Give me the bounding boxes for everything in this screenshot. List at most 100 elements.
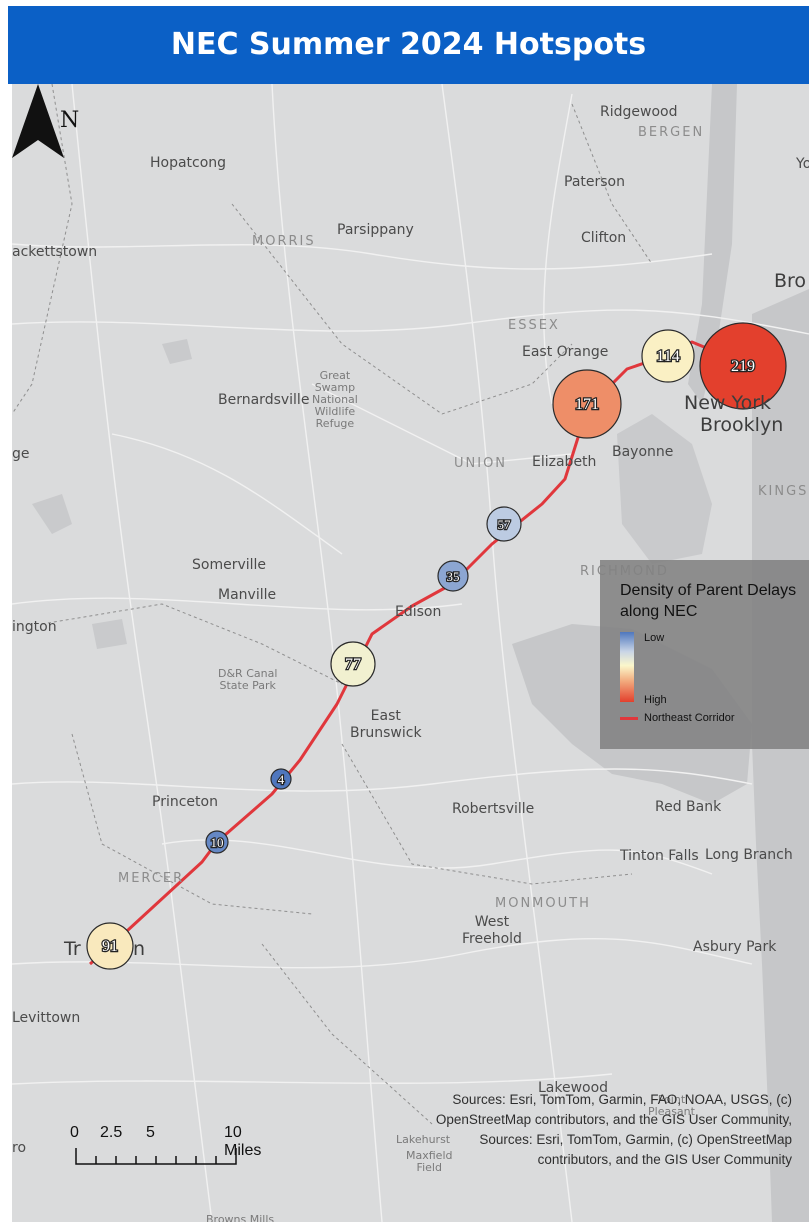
label-morris: MORRIS (252, 234, 316, 249)
hotspot-91[interactable]: 91 (86, 922, 134, 970)
label-great-swamp: Great Swamp National Wildlife Refuge (312, 369, 358, 430)
label-ro: ro (12, 1140, 27, 1156)
label-kings: KINGS (758, 484, 809, 499)
hotspot-171[interactable]: 171 (552, 369, 622, 439)
label-dr-canal: D&R Canal State Park (218, 667, 278, 692)
hotspot-value-label: 4 (278, 772, 285, 787)
label-new-york: New York (684, 392, 772, 414)
label-ington: ington (12, 619, 57, 635)
legend-color-ramp (620, 632, 634, 702)
label-yo: Yo (796, 156, 809, 172)
hotspot-value-label: 114 (656, 348, 679, 365)
label-elizabeth: Elizabeth (532, 454, 597, 470)
label-lakewood: Lakewood (538, 1080, 609, 1096)
scale-label-2-5: 2.5 (100, 1124, 123, 1141)
scale-label-10-miles: 10 Miles (224, 1124, 262, 1159)
hotspot-57[interactable]: 57 (486, 506, 522, 542)
hotspot-circle[interactable] (699, 322, 787, 410)
hotspot-circle[interactable] (330, 641, 376, 687)
label-bro: Bro (774, 270, 807, 292)
scale-label-0: 0 (70, 1124, 79, 1141)
hotspot-layer: 91 10 4 77 35 57 171 114 219 (86, 322, 787, 970)
label-monmouth: MONMOUTH (495, 896, 591, 911)
hotspot-value-label: 171 (575, 396, 599, 413)
hotspot-circle[interactable] (552, 369, 622, 439)
label-ridgewood: Ridgewood (600, 104, 678, 120)
label-paterson: Paterson (564, 174, 625, 190)
label-parsippany: Parsippany (337, 222, 414, 238)
label-mercer: MERCER (118, 871, 185, 886)
hotspot-10[interactable]: 10 (205, 830, 229, 854)
hotspot-114[interactable]: 114 (641, 329, 695, 383)
scale-label-5: 5 (146, 1124, 155, 1141)
label-hopatcong: Hopatcong (150, 155, 227, 171)
hotspot-circle[interactable] (437, 560, 469, 592)
legend-high-label: High (644, 694, 667, 706)
label-red-bank: Red Bank (655, 799, 722, 815)
hotspot-value-label: 77 (345, 656, 361, 673)
roads (12, 84, 809, 1222)
hotspot-value-label: 35 (447, 569, 460, 584)
label-long-branch: Long Branch (705, 847, 793, 863)
scale-ticks (75, 1148, 237, 1165)
label-ge: ge (12, 446, 30, 462)
title-bar: NEC Summer 2024 Hotspots (8, 6, 809, 84)
county-boundaries (12, 84, 653, 1125)
label-trenton-post: n (133, 938, 146, 960)
lake-2 (162, 339, 192, 364)
label-bergen: BERGEN (638, 125, 705, 140)
upper-bay (617, 414, 712, 564)
north-arrow-icon (12, 84, 64, 158)
label-east-brunswick: East Brunswick (350, 708, 422, 741)
label-princeton: Princeton (152, 794, 218, 810)
hotspot-4[interactable]: 4 (270, 768, 292, 790)
label-edison: Edison (395, 604, 442, 620)
legend-line-swatch (620, 717, 638, 720)
hotspot-value-label: 91 (102, 938, 118, 955)
label-essex: ESSEX (508, 318, 560, 333)
label-lakehurst: Lakehurst (396, 1133, 451, 1146)
label-brooklyn: Brooklyn (700, 414, 784, 436)
label-manville: Manville (218, 587, 277, 603)
label-robertsville: Robertsville (452, 801, 535, 817)
legend-low-label: Low (644, 632, 665, 644)
label-browns-mills: Browns Mills (206, 1213, 275, 1222)
label-bayonne: Bayonne (612, 444, 674, 460)
hotspot-circle[interactable] (486, 506, 522, 542)
hotspot-219[interactable]: 219 (699, 322, 787, 410)
hudson-river (688, 84, 737, 404)
hotspot-circle[interactable] (86, 922, 134, 970)
hotspot-value-label: 57 (498, 517, 512, 532)
legend-title: Density of Parent Delays along NEC (620, 582, 797, 620)
label-somerville: Somerville (192, 557, 267, 573)
label-hackettstown: ackettstown (12, 244, 98, 260)
basemap: 91 10 4 77 35 57 171 114 219 (12, 84, 809, 1222)
label-west-freehold: West Freehold (462, 914, 522, 947)
hotspot-35[interactable]: 35 (437, 560, 469, 592)
hotspot-circle[interactable] (270, 768, 292, 790)
hotspot-value-label: 10 (211, 835, 224, 850)
label-levittown: Levittown (12, 1010, 81, 1026)
legend: Density of Parent Delays along NEC Low H… (600, 560, 809, 749)
label-union: UNION (454, 456, 508, 471)
lake-3 (92, 619, 127, 649)
label-tinton-falls: Tinton Falls (620, 848, 699, 864)
atlantic-ocean (752, 289, 809, 1222)
label-trenton-pre: Tr (64, 938, 81, 960)
label-point-pleasant: Point Pleasant (648, 1093, 695, 1118)
north-letter: N (60, 108, 80, 133)
label-bernardsville: Bernardsville (218, 392, 310, 408)
label-maxfield: Maxfield Field (406, 1149, 453, 1174)
label-asbury-park: Asbury Park (693, 939, 777, 955)
sources-attribution: Sources: Esri, TomTom, Garmin, FAO, NOAA… (435, 1092, 792, 1167)
legend-line-label: Northeast Corridor (644, 712, 735, 724)
hotspot-circle[interactable] (205, 830, 229, 854)
label-east-orange: East Orange (522, 344, 609, 360)
map-title: NEC Summer 2024 Hotspots (170, 27, 647, 62)
hotspot-77[interactable]: 77 (330, 641, 376, 687)
hotspot-value-label: 219 (731, 358, 755, 375)
map-canvas[interactable]: 91 10 4 77 35 57 171 114 219 Ridgewood BERGEN Ho… (12, 84, 809, 1222)
lake-1 (32, 494, 72, 534)
hotspot-circle[interactable] (641, 329, 695, 383)
